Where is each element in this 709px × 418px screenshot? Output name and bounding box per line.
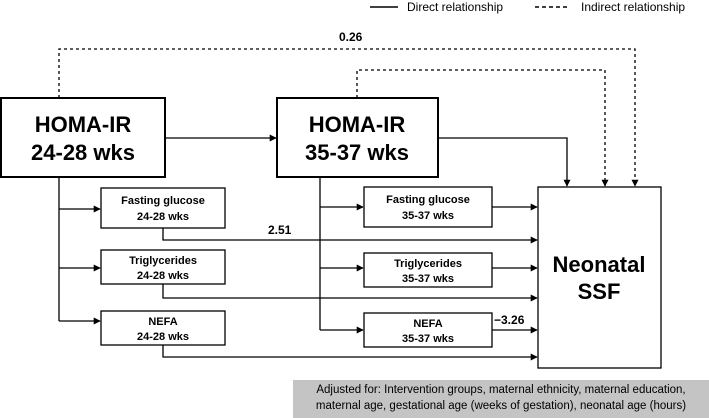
box-homa-ir-24-28: HOMA-IR 24-28 wks bbox=[0, 97, 166, 178]
arrow-trig-early-to-ssf bbox=[162, 284, 538, 302]
box-nefa-35-37: NEFA 35-37 wks bbox=[363, 312, 493, 348]
adjustment-note: Adjusted for: Intervention groups, mater… bbox=[293, 380, 709, 418]
box-neonatal-ssf-line2: SSF bbox=[578, 279, 621, 304]
box-triglycerides-35-37-line2: 35-37 wks bbox=[402, 273, 454, 285]
box-homa-ir-24-28-line1: HOMA-IR bbox=[35, 112, 132, 137]
indirect-path-homa-late-to-ssf bbox=[356, 69, 609, 187]
box-triglycerides-35-37-line1: Triglycerides bbox=[394, 258, 462, 270]
box-triglycerides-35-37: Triglycerides 35-37 wks bbox=[363, 252, 493, 288]
coef-glucose-early: 2.51 bbox=[268, 223, 292, 237]
box-triglycerides-24-28-line2: 24-28 wks bbox=[137, 270, 189, 282]
legend-direct-label: Direct relationship bbox=[407, 0, 503, 14]
coef-nefa-late: −3.26 bbox=[494, 313, 525, 327]
box-homa-ir-35-37: HOMA-IR 35-37 wks bbox=[276, 97, 439, 178]
legend: Direct relationship Indirect relationshi… bbox=[370, 0, 685, 14]
box-homa-ir-24-28-line2: 24-28 wks bbox=[31, 140, 135, 165]
legend-indirect-label: Indirect relationship bbox=[581, 0, 685, 14]
adjustment-note-line2: maternal age, gestational age (weeks of … bbox=[315, 399, 687, 412]
box-nefa-24-28-line2: 24-28 wks bbox=[137, 331, 189, 343]
arrow-glucose-early-to-ssf bbox=[162, 228, 538, 244]
box-neonatal-ssf: Neonatal SSF bbox=[537, 186, 662, 369]
box-triglycerides-24-28-line1: Triglycerides bbox=[129, 255, 197, 267]
box-nefa-24-28-line1: NEFA bbox=[148, 316, 177, 328]
box-nefa-24-28: NEFA 24-28 wks bbox=[100, 310, 226, 346]
box-triglycerides-24-28: Triglycerides 24-28 wks bbox=[100, 249, 226, 285]
box-fasting-glucose-35-37-line1: Fasting glucose bbox=[386, 194, 470, 206]
box-neonatal-ssf-line1: Neonatal bbox=[553, 252, 646, 277]
coef-indirect-homa-early: 0.26 bbox=[339, 30, 363, 44]
arrow-nefa-early-to-ssf bbox=[162, 345, 538, 361]
box-fasting-glucose-24-28-line1: Fasting glucose bbox=[121, 195, 205, 207]
box-fasting-glucose-35-37: Fasting glucose 35-37 wks bbox=[363, 186, 493, 228]
box-nefa-35-37-line2: 35-37 wks bbox=[402, 333, 454, 345]
box-fasting-glucose-35-37-line2: 35-37 wks bbox=[402, 210, 454, 222]
box-homa-ir-35-37-line1: HOMA-IR bbox=[309, 112, 406, 137]
box-fasting-glucose-24-28: Fasting glucose 24-28 wks bbox=[100, 187, 226, 229]
box-nefa-35-37-line1: NEFA bbox=[413, 318, 442, 330]
box-homa-ir-35-37-line2: 35-37 wks bbox=[305, 140, 409, 165]
arrow-homa-late-to-ssf bbox=[438, 137, 571, 187]
indirect-path-homa-early-to-ssf bbox=[58, 48, 639, 187]
box-fasting-glucose-24-28-line2: 24-28 wks bbox=[137, 211, 189, 223]
adjustment-note-line1: Adjusted for: Intervention groups, mater… bbox=[316, 384, 686, 396]
